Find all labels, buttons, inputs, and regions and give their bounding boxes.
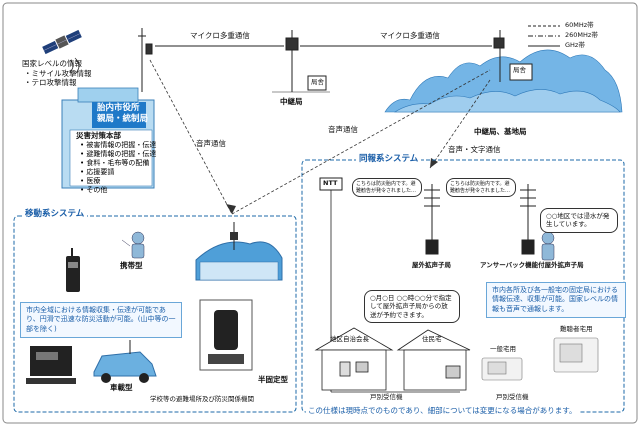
facility-caption: 学校等の避難場所及び防災関係機関 [150,395,254,403]
outdoor-speaker-label: 屋外拡声子局 [412,261,451,269]
legend-label: 260MHz帯 [565,31,598,39]
house-chief [314,327,394,391]
mountain-relay-tower [493,30,533,82]
portable-label: 携帯型 [120,261,143,270]
hq-task: 医療 [80,177,156,186]
legend-lines [528,25,560,47]
device-general-label: 一般宅用 [490,345,516,353]
speaker-bubble: こちらは防災胎内です。避難勧告が発令されました… [446,178,516,197]
relay-tower [272,30,330,93]
broadcast-info-box: 市内各所及び各一般宅の固定局における情報伝達、収集が可能。国家レベルの情報も音声… [486,282,626,319]
voice-link-label: 音声通信 [328,125,358,134]
national-info-title: 国家レベルの情報 [22,59,82,68]
house-label: 地区自治会長 [330,335,369,343]
receiver-label: 戸別受信機 [370,393,403,401]
voice-text-link-label: 音声・文字通信 [448,145,501,154]
legend-label: 60MHz帯 [565,21,594,29]
answerback-speaker-label: アンサーバック機能付屋外拡声子局 [480,261,584,269]
bureau-label: 局舎 [311,78,324,86]
city-hall-antenna [138,28,153,92]
receiver-label: 戸別受信機 [496,393,529,401]
receiver-general [481,357,523,381]
vehicle-label: 車載型 [110,383,133,392]
voice-links [149,59,491,215]
hq-task: 応援要請 [80,168,156,177]
bureau-label: 局舎 [513,66,526,74]
receiver-hearing [553,337,599,373]
answerback-speaker-tower [520,184,536,255]
mountain-range [384,49,623,113]
hq-task-list: 被害情報の把握・伝達 避難情報の把握・伝達 食料・毛布等の配備 応援要請 医療 … [80,141,156,196]
mobile-system-frame [13,215,297,413]
device-hearing-label: 難聴者宅用 [560,325,593,333]
vehicle-icon [93,340,157,383]
city-hall-title: 胎内市役所 [97,103,140,113]
mobile-info-box: 市内全域における情報収集・伝達が可能であり、円滑で迅速な防災活動が可能。(山中等… [20,302,182,339]
relay-base-station-label: 中継局、基地局 [474,127,527,136]
reporter-person-icon [541,231,555,261]
microwave-link-label: マイクロ多重通信 [380,31,440,40]
broadcast-system-title: 同報系システム [356,154,422,165]
hq-task: その他 [80,186,156,195]
hq-title: 災害対策本部 [76,131,121,140]
national-info-item: ・ミサイル攻撃情報 [24,69,92,78]
hq-task: 被害情報の把握・伝達 [80,141,156,150]
satellite-icon [42,29,82,55]
schedule-speech-bubble: ○月○日 ○○時○○分で指定して屋外拡声子局からの放送が予約できます。 [364,290,460,324]
mobile-system-title: 移動系システム [22,209,88,220]
satellite-signal [69,57,80,75]
relay-station-label: 中継局 [280,97,303,106]
speaker-bubble: こちらは防災胎内です。避難勧告が発令されました… [352,178,422,197]
microwave-link-label: マイクロ多重通信 [190,31,250,40]
semi-fixed-radio [199,299,253,371]
vehicle-radio [26,346,76,384]
facility-building [195,222,283,281]
outdoor-speaker-tower [424,184,440,255]
voice-link-label: 音声通信 [196,139,226,148]
national-info-item: ・テロ攻撃情報 [24,78,77,87]
person-icon [121,231,145,259]
hq-task: 避難情報の把握・伝達 [80,150,156,159]
footer-note: この仕様は現時点でのものであり、細部については変更になる場合があります。 [306,406,579,416]
city-hall-subtitle: 親局・統制局 [97,114,149,124]
ntt-label: NTT [323,179,338,187]
house-label: 住民宅 [422,335,442,343]
portable-radio-icon [66,248,80,292]
house-resident [396,329,471,391]
report-speech-bubble: ○○地区では浸水が発生しています。 [540,208,618,233]
hq-task: 食料・毛布等の配備 [80,159,156,168]
legend-label: GHz帯 [565,41,585,49]
semi-fixed-label: 半固定型 [258,375,288,384]
